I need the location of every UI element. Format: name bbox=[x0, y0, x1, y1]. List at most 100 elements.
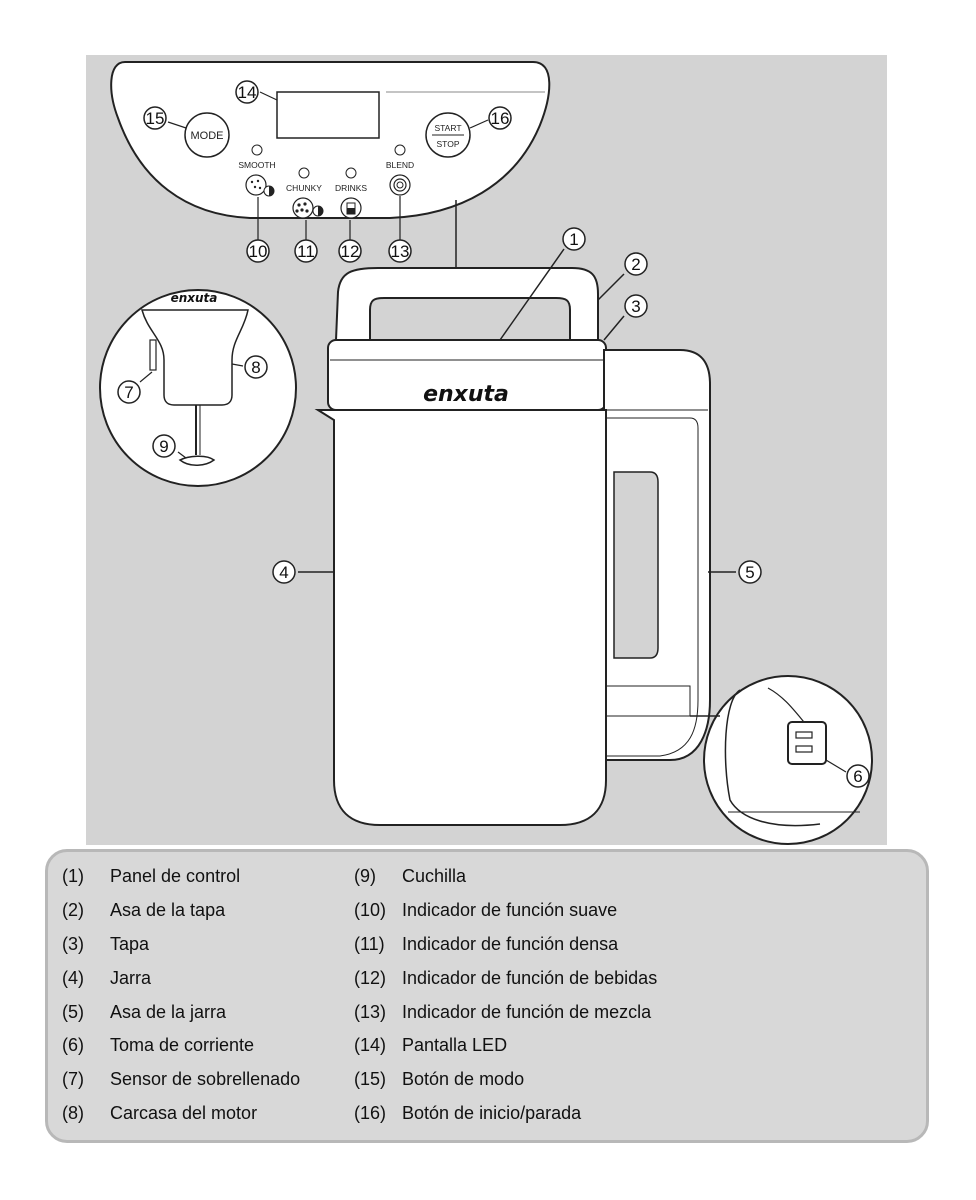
power-socket bbox=[787, 721, 827, 765]
callout-10: 10 bbox=[246, 239, 270, 263]
legend-number: (14) bbox=[354, 1035, 387, 1056]
legend-item: (10) Indicador de función suave bbox=[354, 894, 657, 928]
handle-grip-cutout bbox=[613, 471, 659, 659]
legend-item: (6) Toma de corriente bbox=[62, 1029, 300, 1063]
legend-item: (16)Botón de inicio/parada bbox=[354, 1097, 657, 1131]
blend-icon bbox=[389, 174, 411, 196]
svg-text:5: 5 bbox=[745, 563, 754, 582]
legend-number: (4) bbox=[62, 967, 84, 988]
svg-text:6: 6 bbox=[853, 767, 862, 786]
legend-number: (9) bbox=[354, 866, 376, 887]
jug-body bbox=[314, 409, 607, 826]
blade bbox=[178, 455, 216, 466]
legend-label: Toma de corriente bbox=[110, 1035, 255, 1056]
callout-4: 4 bbox=[272, 560, 296, 584]
legend-number: (1) bbox=[62, 866, 84, 887]
drinks-icon bbox=[340, 197, 362, 219]
legend-number: (11) bbox=[354, 933, 385, 954]
legend-label: Indicador de función densa bbox=[402, 933, 619, 954]
legend-number: (6) bbox=[62, 1035, 84, 1056]
legend-label: Indicador de función de bebidas bbox=[402, 967, 658, 988]
callout-11: 11 bbox=[294, 239, 318, 263]
legend-item: (14) Pantalla LED bbox=[354, 1029, 657, 1063]
legend-item: (4) Jarra bbox=[62, 961, 300, 995]
legend-number: (2) bbox=[62, 900, 84, 921]
svg-text:11: 11 bbox=[297, 242, 315, 261]
callout-15: 15 bbox=[143, 106, 167, 130]
legend-label: Botón de modo bbox=[402, 1069, 525, 1090]
svg-text:9: 9 bbox=[159, 437, 168, 456]
legend-label: Cuchilla bbox=[402, 866, 467, 887]
chunky-icon bbox=[292, 197, 324, 219]
legend-label: Asa de la jarra bbox=[110, 1001, 227, 1022]
legend-number: (3) bbox=[62, 933, 84, 954]
legend-label: Asa de la tapa bbox=[110, 900, 226, 921]
callout-7: 7 bbox=[117, 380, 141, 404]
chunky-label: CHUNKY bbox=[286, 183, 322, 193]
legend-number: (7) bbox=[62, 1069, 84, 1090]
legend-item: (15) Botón de modo bbox=[354, 1063, 657, 1097]
blend-indicator-led bbox=[394, 144, 406, 156]
mode-button-label: MODE bbox=[191, 130, 224, 142]
led-display bbox=[276, 91, 380, 139]
brand-logo: enxuta bbox=[423, 382, 509, 407]
legend-item: (5)Asa de la jarra bbox=[62, 995, 300, 1029]
svg-text:16: 16 bbox=[491, 109, 510, 128]
stop-label: STOP bbox=[437, 139, 460, 149]
svg-text:8: 8 bbox=[251, 358, 260, 377]
svg-text:3: 3 bbox=[631, 297, 640, 316]
legend-item: (3)Tapa bbox=[62, 928, 300, 962]
parts-legend: (1)Panel de control (2) Asa de la tapa (3… bbox=[45, 849, 929, 1143]
legend-item: (7)Sensor de sobrellenado bbox=[62, 1063, 300, 1097]
svg-text:4: 4 bbox=[279, 563, 288, 582]
start-stop-button[interactable]: START STOP bbox=[425, 112, 471, 158]
callout-9: 9 bbox=[152, 434, 176, 458]
legend-label: Jarra bbox=[110, 967, 152, 988]
smooth-label: SMOOTH bbox=[238, 160, 275, 170]
svg-text:13: 13 bbox=[391, 242, 410, 261]
legend-label: Carcasa del motor bbox=[110, 1102, 258, 1123]
legend-item: (9) Cuchilla bbox=[354, 860, 657, 894]
callout-6: 6 bbox=[846, 764, 870, 788]
mode-button[interactable] bbox=[184, 112, 230, 158]
callout-14: 14 bbox=[235, 80, 259, 104]
callout-1: 1 bbox=[562, 227, 586, 251]
legend-label: Indicador de función suave bbox=[402, 900, 618, 921]
legend-label: Indicador de función de mezcla bbox=[402, 1001, 652, 1022]
legend-label: Botón de inicio/parada bbox=[402, 1102, 582, 1123]
svg-text:10: 10 bbox=[249, 242, 268, 261]
legend-item: (13)Indicador de función de mezcla bbox=[354, 995, 657, 1029]
legend-number: (8) bbox=[62, 1102, 84, 1123]
blend-label: BLEND bbox=[386, 160, 414, 170]
legend-number: (15) bbox=[354, 1069, 387, 1090]
motor-housing bbox=[141, 309, 249, 406]
legend-item: (2) Asa de la tapa bbox=[62, 894, 300, 928]
legend-number: (10) bbox=[354, 900, 387, 921]
soup-maker-diagram: MODE START STOP SMOOTH CHUNKY DRINKS BLE… bbox=[86, 55, 887, 845]
legend-item: (1)Panel de control bbox=[62, 860, 300, 894]
svg-text:15: 15 bbox=[146, 109, 165, 128]
overfill-sensor bbox=[149, 339, 157, 371]
svg-text:1: 1 bbox=[569, 230, 578, 249]
legend-item: (11) Indicador de función densa bbox=[354, 928, 657, 962]
motor-detail-inset: enxuta bbox=[99, 289, 297, 487]
legend-column-right: (9) Cuchilla (10) Indicador de función sua… bbox=[354, 860, 657, 1130]
start-label: START bbox=[434, 123, 461, 133]
legend-label: Pantalla LED bbox=[402, 1035, 508, 1056]
svg-text:12: 12 bbox=[341, 242, 360, 261]
svg-text:2: 2 bbox=[631, 255, 640, 274]
control-panel: MODE START STOP SMOOTH CHUNKY DRINKS BLE… bbox=[110, 61, 551, 268]
power-socket-inset bbox=[690, 675, 873, 845]
legend-item: (12) Indicador de función de bebidas bbox=[354, 961, 657, 995]
callout-12: 12 bbox=[338, 239, 362, 263]
smooth-icon bbox=[245, 174, 275, 197]
legend-number: (12) bbox=[354, 967, 387, 988]
drinks-indicator-led bbox=[345, 167, 357, 179]
svg-text:7: 7 bbox=[124, 383, 133, 402]
svg-text:14: 14 bbox=[238, 83, 257, 102]
leader-lines bbox=[298, 248, 736, 573]
smooth-indicator-led bbox=[251, 144, 263, 156]
legend-column-left: (1)Panel de control (2) Asa de la tapa (3… bbox=[62, 860, 300, 1130]
drinks-label: DRINKS bbox=[335, 183, 367, 193]
callout-13: 13 bbox=[388, 239, 412, 263]
